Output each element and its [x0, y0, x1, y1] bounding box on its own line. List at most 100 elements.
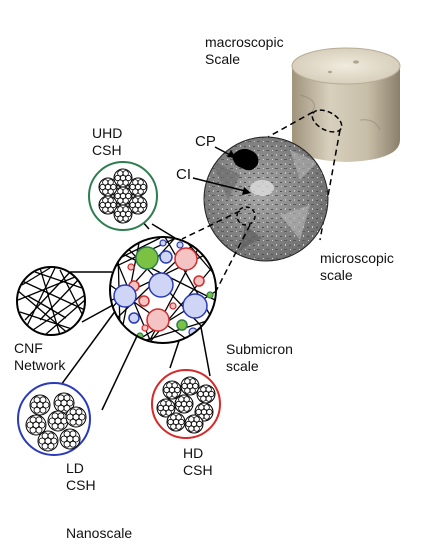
globule	[165, 400, 172, 407]
globule	[122, 197, 129, 204]
globule	[171, 382, 178, 389]
ld-particle-clusters	[25, 392, 87, 452]
globule	[129, 183, 136, 191]
globule	[125, 192, 132, 200]
globule	[170, 414, 177, 421]
globule	[167, 418, 174, 426]
ld-csh-label-line1: LD	[66, 460, 84, 476]
globule	[192, 382, 199, 390]
globule	[205, 395, 212, 402]
globule	[125, 174, 132, 182]
globule	[140, 183, 147, 191]
globule	[140, 201, 147, 209]
globule	[122, 215, 129, 222]
globule	[185, 420, 192, 428]
zoom-line-micro-bottom	[215, 224, 251, 292]
globule	[63, 430, 71, 438]
globule	[117, 197, 124, 204]
globule	[72, 435, 80, 443]
hd-csh-label-line2: CSH	[183, 462, 213, 478]
globule	[132, 206, 139, 213]
globule	[117, 179, 124, 186]
globule	[39, 396, 47, 404]
uhd-csh-label-line2: CSH	[92, 142, 122, 158]
globule	[48, 417, 56, 425]
globule	[132, 188, 139, 195]
uhd-csh-bubble	[88, 161, 158, 231]
globule	[186, 400, 193, 408]
globule	[178, 396, 185, 403]
hd-csh-label-line1: HD	[183, 445, 204, 461]
macroscopic-specimen	[291, 47, 401, 162]
ci-label: CI	[176, 166, 191, 183]
microscopic-label-line1: microscopic	[320, 250, 394, 266]
globule	[110, 183, 117, 191]
globule	[168, 404, 175, 412]
globule	[175, 414, 182, 421]
globule	[114, 174, 121, 182]
globule	[114, 210, 121, 218]
cnf-network-label-line2: Network	[14, 357, 66, 373]
globule	[33, 396, 41, 404]
submicron-structure	[109, 236, 217, 344]
globule	[122, 206, 129, 213]
globule	[178, 418, 185, 426]
cnf-network-label: CNF Network	[14, 340, 65, 374]
micrograph-selection	[236, 206, 256, 226]
globule	[110, 201, 117, 209]
globule	[47, 432, 55, 440]
globule	[200, 395, 207, 402]
nanoscale-label: Nanoscale	[66, 525, 133, 541]
globule	[197, 390, 204, 398]
globule	[102, 197, 109, 204]
globule	[193, 425, 200, 432]
microscopic-micrograph	[203, 136, 329, 262]
globule	[189, 378, 196, 385]
globule	[102, 188, 109, 195]
cp-label: CP	[195, 133, 216, 150]
specimen-selection	[311, 109, 343, 133]
globule	[163, 386, 170, 394]
globule	[69, 430, 77, 438]
zoom-line-macro-top	[267, 111, 314, 138]
globule	[54, 399, 62, 407]
globule	[117, 170, 124, 177]
globule	[175, 400, 182, 408]
hd-csh-bubble	[151, 369, 221, 439]
globule	[57, 422, 65, 430]
hd-csh-label: HD CSH	[183, 445, 213, 479]
globule	[69, 418, 77, 426]
uhd-particle-clusters	[98, 168, 148, 224]
ci-arrow	[192, 177, 246, 192]
globule	[208, 390, 215, 398]
macroscopic-label-line1: macroscopic	[205, 34, 284, 50]
globule	[170, 423, 177, 430]
globule	[99, 201, 106, 209]
ld-csh-label: LD CSH	[66, 460, 96, 494]
globule	[203, 413, 210, 420]
zoom-line-micro-top	[181, 210, 241, 240]
globule	[157, 404, 164, 412]
globule	[166, 391, 173, 398]
globule	[117, 188, 124, 195]
globule	[75, 418, 83, 426]
globule	[38, 421, 46, 429]
macroscopic-label-line2: Scale	[205, 51, 241, 67]
globule	[42, 401, 50, 409]
globule	[30, 401, 38, 409]
globule	[38, 437, 46, 445]
globule	[160, 400, 167, 407]
globule	[75, 408, 83, 416]
globule	[171, 391, 178, 398]
microscopic-label: microscopic scale	[320, 250, 394, 284]
globule	[41, 432, 49, 440]
microscopic-label-line2: scale	[320, 267, 353, 283]
globule	[198, 404, 205, 411]
globule	[183, 396, 190, 403]
globule	[206, 408, 213, 416]
globule	[66, 399, 74, 407]
globule	[193, 416, 200, 423]
cnf-network-label-line1: CNF	[14, 340, 43, 356]
globule	[122, 179, 129, 186]
